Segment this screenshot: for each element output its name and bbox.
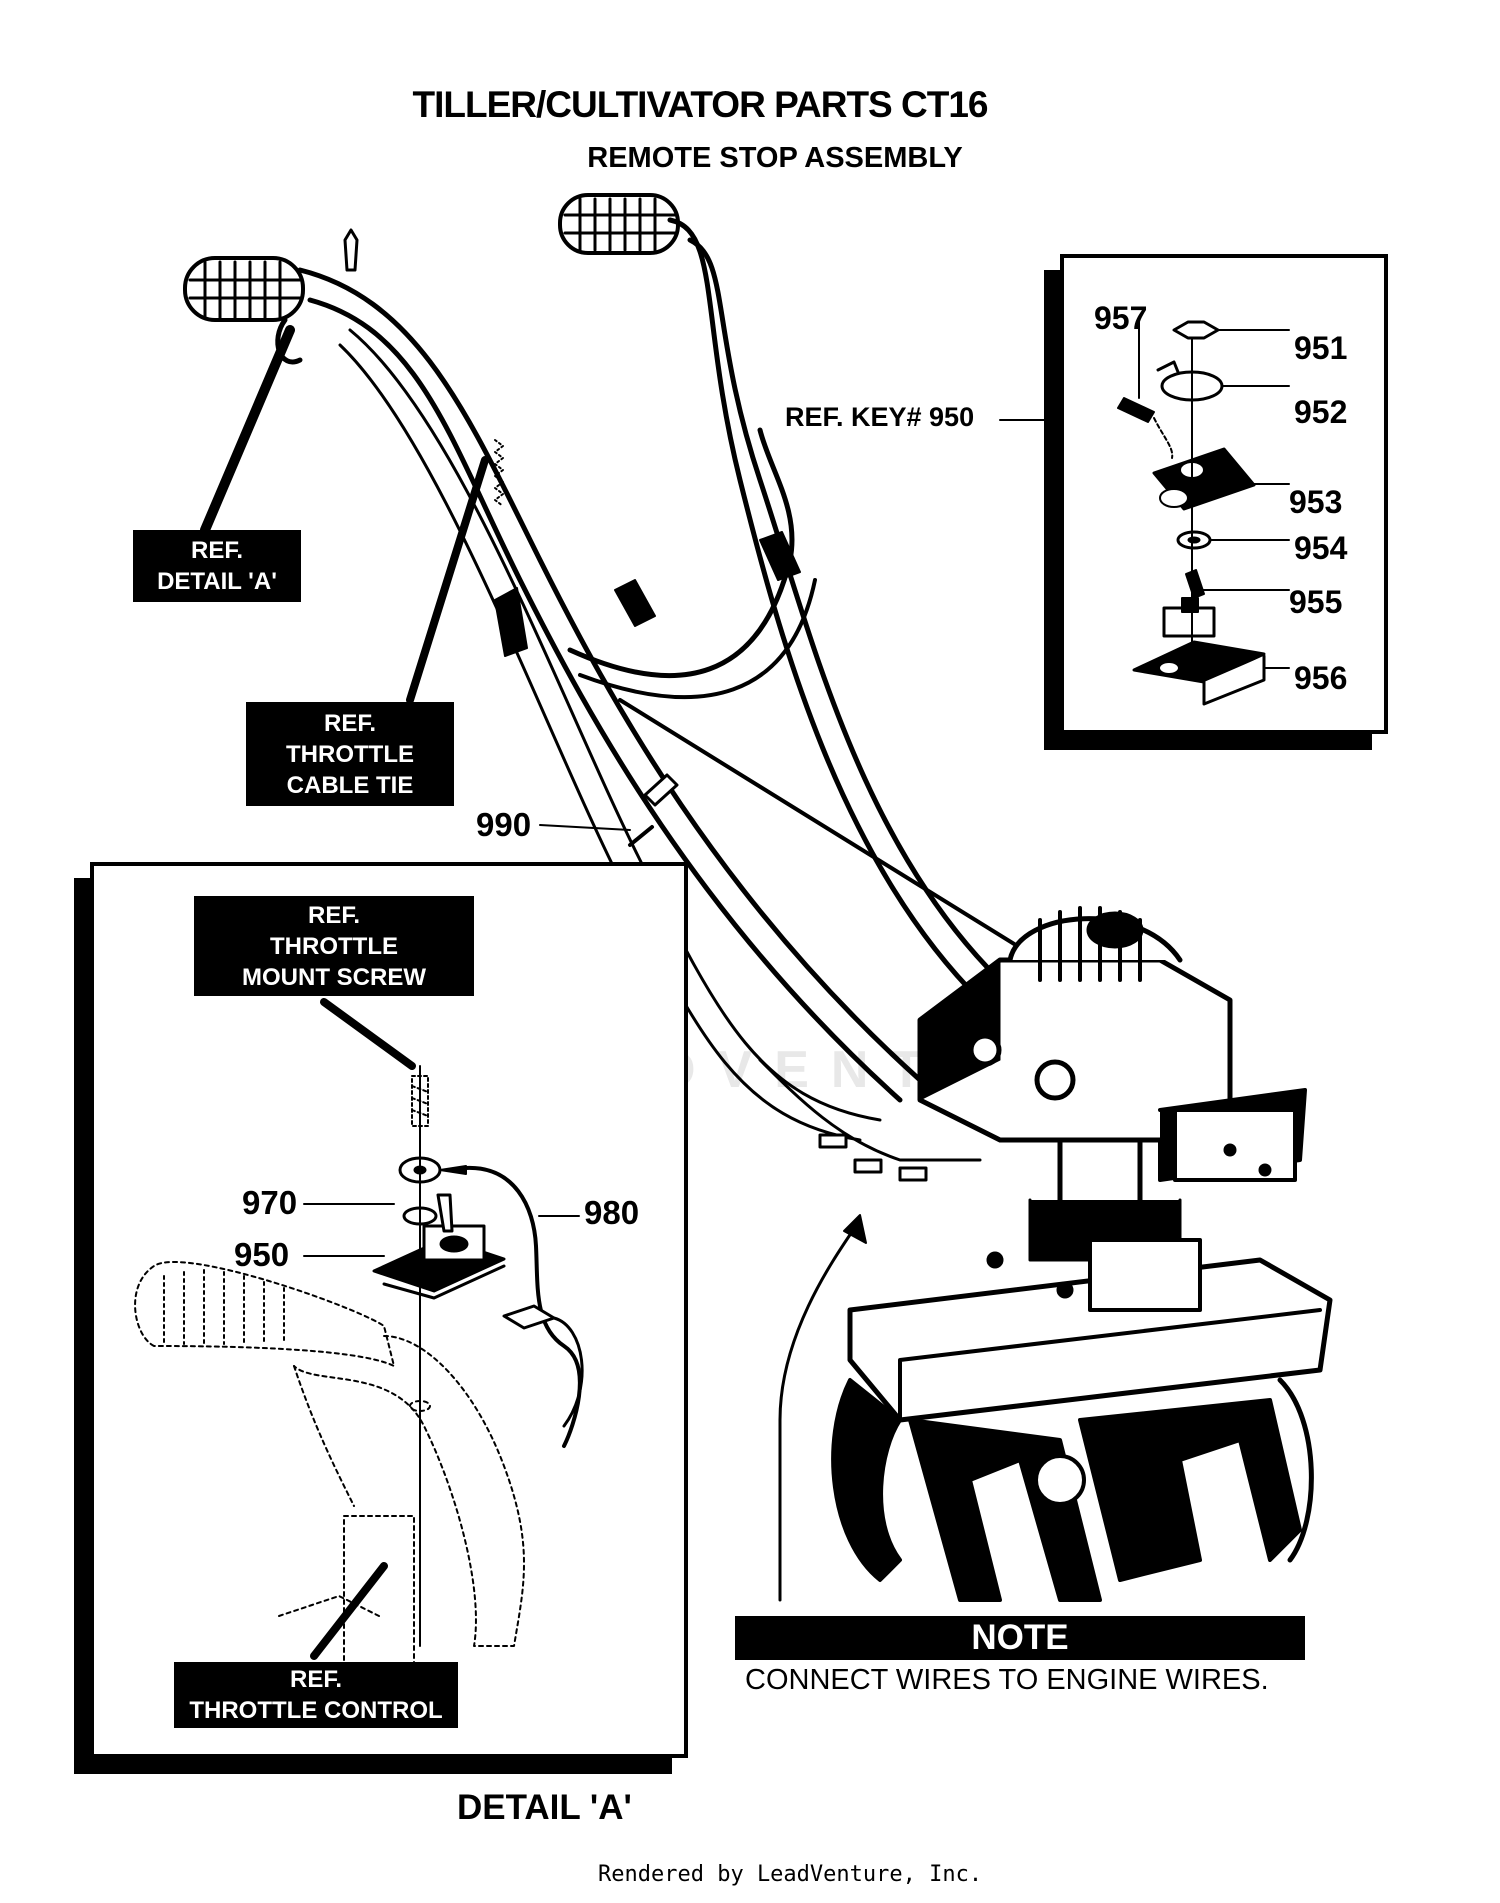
part-950-callout: 950 xyxy=(234,1236,290,1273)
part-970-callout: 970 xyxy=(242,1184,298,1221)
detail-a-caption: DETAIL 'A' xyxy=(457,1788,632,1827)
part-951-callout: 951 xyxy=(1294,330,1348,366)
part-953-callout: 953 xyxy=(1289,484,1343,520)
part-990-callout: 990 xyxy=(476,806,532,843)
ref-throttle-cable-tie-label: REF. THROTTLE CABLE TIE xyxy=(246,702,454,806)
tine-shield xyxy=(847,1238,1333,1423)
footer-credit: Rendered by LeadVenture, Inc. xyxy=(598,1862,983,1887)
cable-connectors xyxy=(818,1133,928,1182)
note-heading: NOTE xyxy=(735,1616,1305,1660)
ref-throttle-mount-screw-label: REF. THROTTLE MOUNT SCREW xyxy=(194,896,474,996)
detail-a-exploded-view xyxy=(134,998,584,1667)
left-handle-grip xyxy=(183,256,305,322)
right-handle-grip xyxy=(558,193,680,255)
ref-throttle-control-label: REF. THROTTLE CONTROL xyxy=(174,1662,458,1728)
part-957-callout: 957 xyxy=(1094,300,1148,336)
part-952-callout: 952 xyxy=(1294,394,1348,430)
remote-stop-inset: 957 951 952 953 954 955 956 xyxy=(1060,254,1388,734)
part-955-callout: 955 xyxy=(1289,584,1343,620)
part-980-callout: 980 xyxy=(584,1194,640,1231)
diagram-title: TILLER/CULTIVATOR PARTS CT16 xyxy=(412,84,989,125)
remote-stop-exploded-view xyxy=(1117,320,1290,706)
engine xyxy=(917,906,1307,1262)
note-text: CONNECT WIRES TO ENGINE WIRES. xyxy=(745,1664,1269,1696)
ref-detail-a-label: REF. DETAIL 'A' xyxy=(133,530,301,602)
tines xyxy=(831,1377,1314,1602)
part-954-callout: 954 xyxy=(1294,530,1348,566)
part-956-callout: 956 xyxy=(1294,660,1348,696)
detail-a-panel: REF. THROTTLE MOUNT SCREW 970 950 980 RE… xyxy=(90,862,688,1758)
diagram-subtitle: REMOTE STOP ASSEMBLY xyxy=(587,142,963,174)
ref-key-label: REF. KEY# 950 xyxy=(785,402,975,432)
